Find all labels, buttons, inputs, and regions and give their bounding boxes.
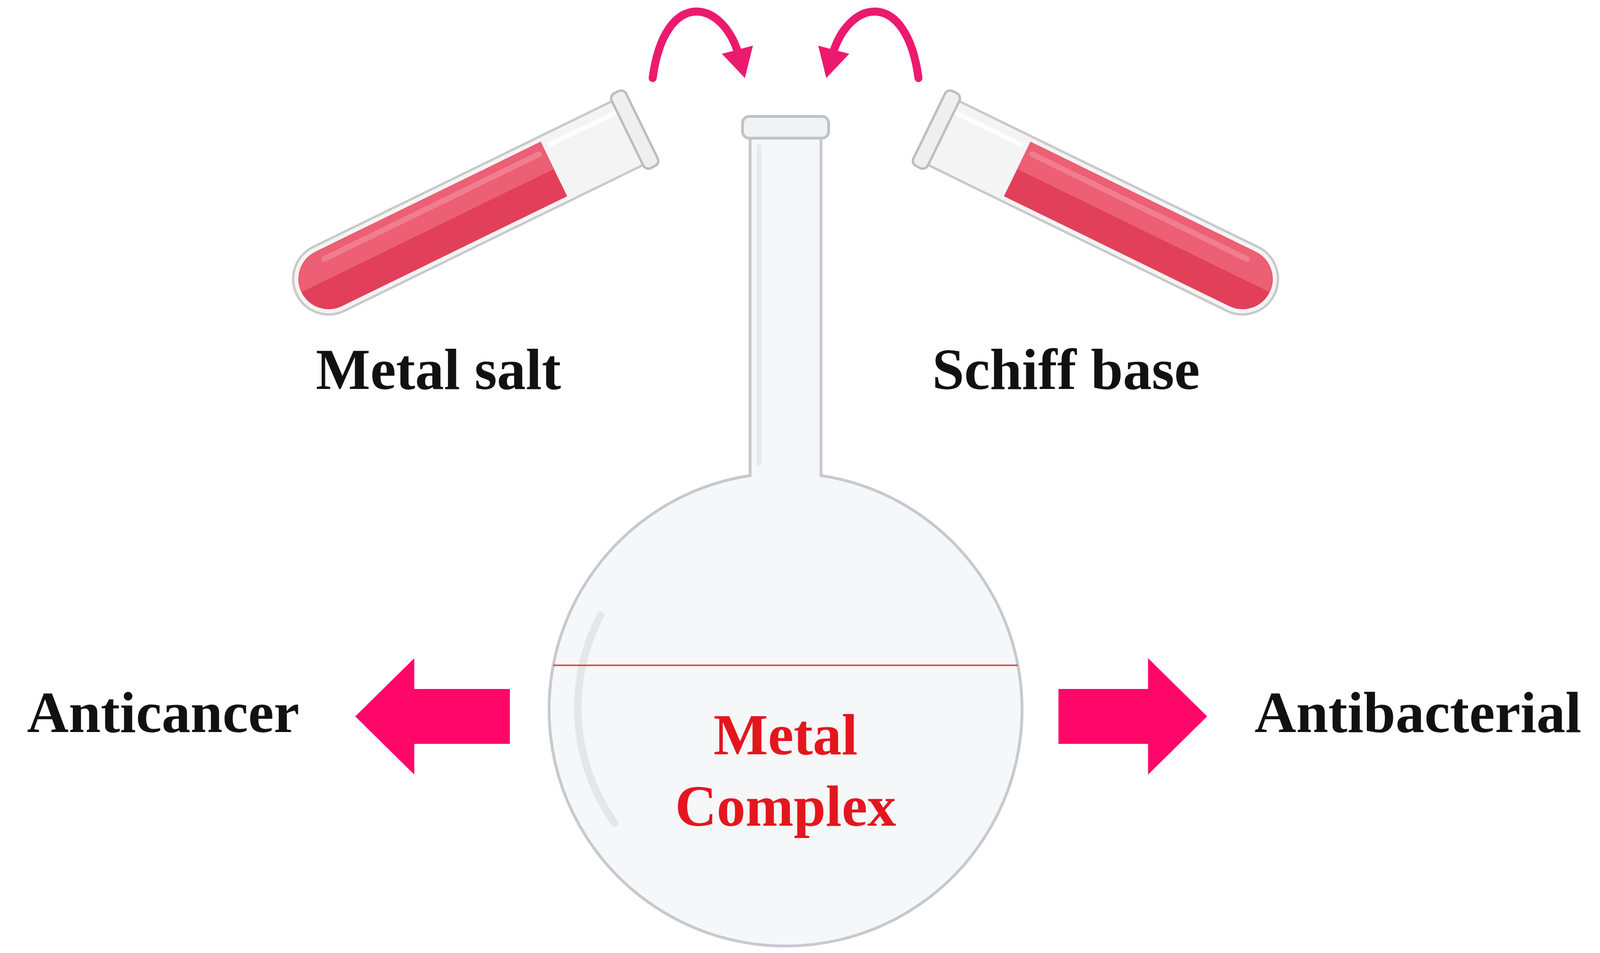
curved-arrow: [831, 11, 919, 79]
application-label: Anticancer: [26, 678, 300, 747]
product-label: Metal Complex: [653, 698, 919, 842]
curved-arrow: [652, 11, 740, 79]
test-tube-node: Metal salt: [264, 75, 658, 407]
reagent-label: Metal salt: [315, 335, 561, 404]
text-node: Anticancer: [26, 678, 300, 747]
block-arrow: [1058, 657, 1207, 775]
reaction-arrow: [1058, 657, 1207, 775]
test-tube-node: Schiff base: [913, 75, 1307, 407]
arrow-head: [721, 45, 753, 79]
arrow-head: [818, 45, 850, 79]
application-label: Antibacterial: [1254, 678, 1582, 747]
text-node: Antibacterial: [1254, 678, 1582, 747]
flask-node: Metal Complex: [543, 85, 1028, 951]
reagent-label: Schiff base: [932, 335, 1200, 404]
block-arrow: [355, 657, 510, 775]
reaction-arrow: [652, 11, 753, 79]
reaction-arrow: [355, 657, 510, 775]
reaction-arrow: [818, 11, 919, 79]
